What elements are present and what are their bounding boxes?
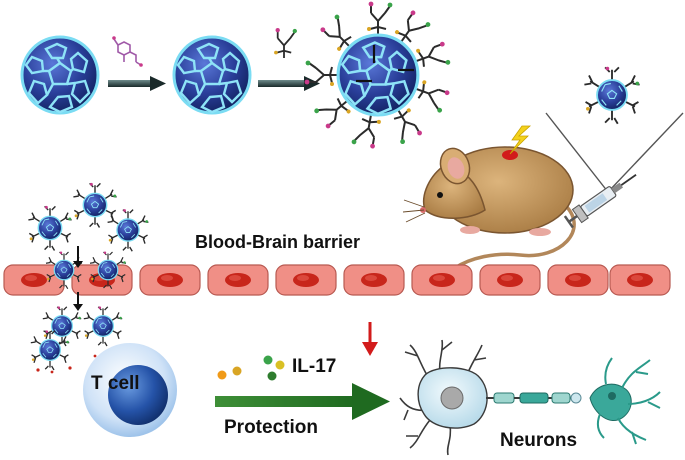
injection-guide-lines (545, 112, 684, 193)
fullerene-cage-1 (20, 35, 100, 115)
syringe-icon (563, 174, 637, 229)
protection-arrow (215, 383, 390, 420)
ligand-reagent-icon (273, 27, 298, 59)
red-down-arrow (362, 322, 378, 356)
reaction-arrow-2 (258, 76, 320, 91)
lightning-bolt-icon (509, 125, 532, 155)
t-cell-icon (83, 343, 177, 437)
cytokine-dots (217, 355, 285, 381)
fullerene-cage-2 (172, 35, 252, 115)
crossing-particles (45, 246, 127, 311)
mouse-icon (402, 146, 576, 270)
t-cell-label: T cell (91, 373, 140, 394)
neurons-label: Neurons (500, 430, 577, 451)
bbb-label: Blood-Brain barrier (195, 232, 360, 252)
nanoparticle-top-right (583, 65, 641, 125)
neuron-icon (399, 339, 661, 456)
nanoparticle-group-upper (27, 182, 150, 252)
functionalized-fullerene (303, 0, 453, 151)
reaction-arrow-1 (108, 76, 166, 91)
il17-label: IL-17 (292, 356, 336, 377)
protection-label: Protection (224, 417, 318, 438)
reagent-molecule-icon (112, 36, 143, 67)
